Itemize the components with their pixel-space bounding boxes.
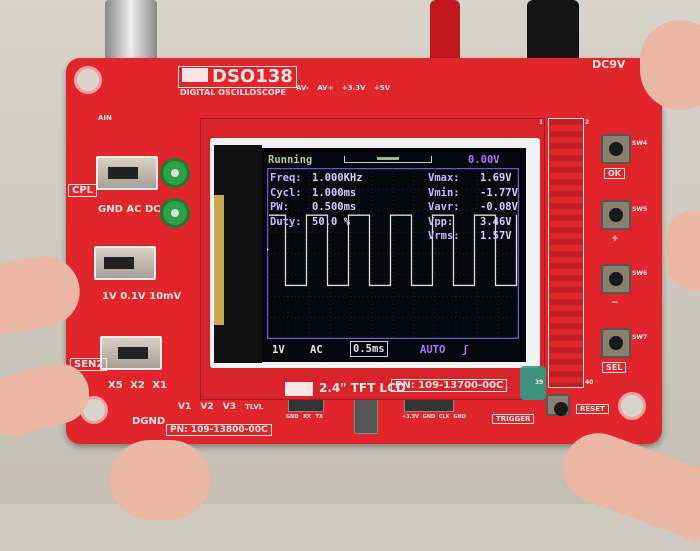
prog-connector[interactable]	[404, 398, 454, 412]
dgnd-label: DGND	[132, 416, 166, 427]
measure-label: Vrms:	[428, 230, 460, 242]
minus-label: −	[611, 298, 619, 308]
pn-lcd: PN: 109-13700-00C	[391, 379, 508, 392]
lcd-flex-cable	[214, 195, 224, 325]
finger	[665, 210, 700, 290]
measure-label: Vmin:	[428, 186, 460, 199]
measure-value: 50.0 %	[312, 215, 350, 228]
ground-marker	[267, 248, 269, 251]
plus-button[interactable]	[601, 200, 631, 230]
coupling-indicator: AC	[310, 344, 323, 356]
pin-label: 1	[539, 119, 544, 126]
measure-value: 0.500ms	[312, 201, 357, 213]
reset-label: RESET	[576, 404, 609, 414]
logo: DSO138	[178, 66, 297, 88]
cpl-label: CPL	[68, 184, 98, 197]
pin-header: 1 2 39 40	[535, 118, 593, 388]
measure-value: 3.46V	[480, 215, 512, 228]
timebase-indicator: 0.5ms	[350, 341, 388, 357]
trigger-label: TRIGGER	[492, 414, 535, 424]
sen2-label: SEN2	[70, 358, 108, 371]
prog-pins: +3.3V GND CLK GND	[402, 414, 466, 420]
measure-value: -0.08V	[480, 201, 518, 213]
measure-label: Duty:	[270, 215, 302, 228]
measure-label: Vmax:	[428, 172, 460, 184]
sensitivity-indicator: 1V	[272, 344, 285, 356]
ok-button[interactable]	[601, 134, 631, 164]
sel-label: SEL	[602, 362, 627, 373]
test-points: V1 V2 V3 TLVL	[178, 402, 264, 412]
lcd-label: 2.4" TFT LCD	[285, 381, 406, 396]
measure-label: Vavr:	[428, 201, 460, 213]
ok-label: OK	[604, 168, 625, 179]
status-text: Running	[268, 154, 313, 166]
pin-label: 40	[585, 379, 594, 386]
serial-connector[interactable]	[288, 398, 324, 412]
trimmer-capacitor[interactable]	[160, 158, 190, 188]
reset-button[interactable]	[546, 394, 570, 416]
power-pins: AV- AV+ +3.3V +5V	[296, 84, 391, 92]
finger	[640, 20, 700, 110]
sen1-switch[interactable]	[94, 246, 156, 280]
memory-position-bar	[344, 156, 432, 163]
trimmer-capacitor[interactable]	[160, 198, 190, 228]
waveform-display	[267, 168, 519, 339]
sw5-label: SW5	[632, 206, 648, 213]
trigger-mode: AUTO	[420, 344, 446, 356]
measure-label: Vpp:	[428, 215, 454, 228]
mount-hole	[74, 66, 102, 94]
mount-hole	[618, 392, 646, 420]
trigger-edge: ʃ	[462, 344, 469, 356]
sw6-label: SW6	[632, 270, 648, 277]
ain-label: AIN	[98, 114, 112, 122]
waveform-trace	[269, 214, 518, 287]
minus-button[interactable]	[601, 264, 631, 294]
measure-value: 1.000KHz	[312, 172, 363, 184]
led-indicator	[520, 366, 546, 400]
plus-label: +	[611, 234, 619, 244]
measure-value: 1.57V	[480, 230, 512, 242]
pin-label: 2	[585, 119, 590, 126]
measure-value: 1.69V	[480, 172, 512, 184]
sw4-label: SW4	[632, 140, 648, 147]
dc-label: DC9V	[592, 58, 626, 71]
sen2-options: X5 X2 X1	[108, 380, 167, 391]
trigger-level: 0.00V	[468, 154, 500, 166]
sel-button[interactable]	[601, 328, 631, 358]
serial-pins: GND RX TX	[286, 414, 323, 420]
mini-usb-port[interactable]	[354, 394, 378, 434]
sw7-label: SW7	[632, 334, 648, 341]
sen2-switch[interactable]	[100, 336, 162, 370]
measure-label: Cycl:	[270, 186, 302, 199]
pn-main: PN: 109-13800-00C	[166, 424, 272, 436]
measure-label: Freq:	[270, 172, 302, 184]
logo-subtitle: DIGITAL OSCILLOSCOPE	[180, 88, 286, 97]
cpl-options: GND AC DC	[98, 204, 161, 215]
cpl-switch[interactable]	[96, 156, 158, 190]
measure-value: -1.77V	[480, 186, 518, 199]
finger	[110, 440, 210, 520]
sen1-options: 1V 0.1V 10mV	[102, 291, 182, 302]
measure-value: 1.000ms	[312, 186, 357, 199]
pin-label: 39	[535, 379, 544, 386]
measure-label: PW:	[270, 201, 289, 213]
